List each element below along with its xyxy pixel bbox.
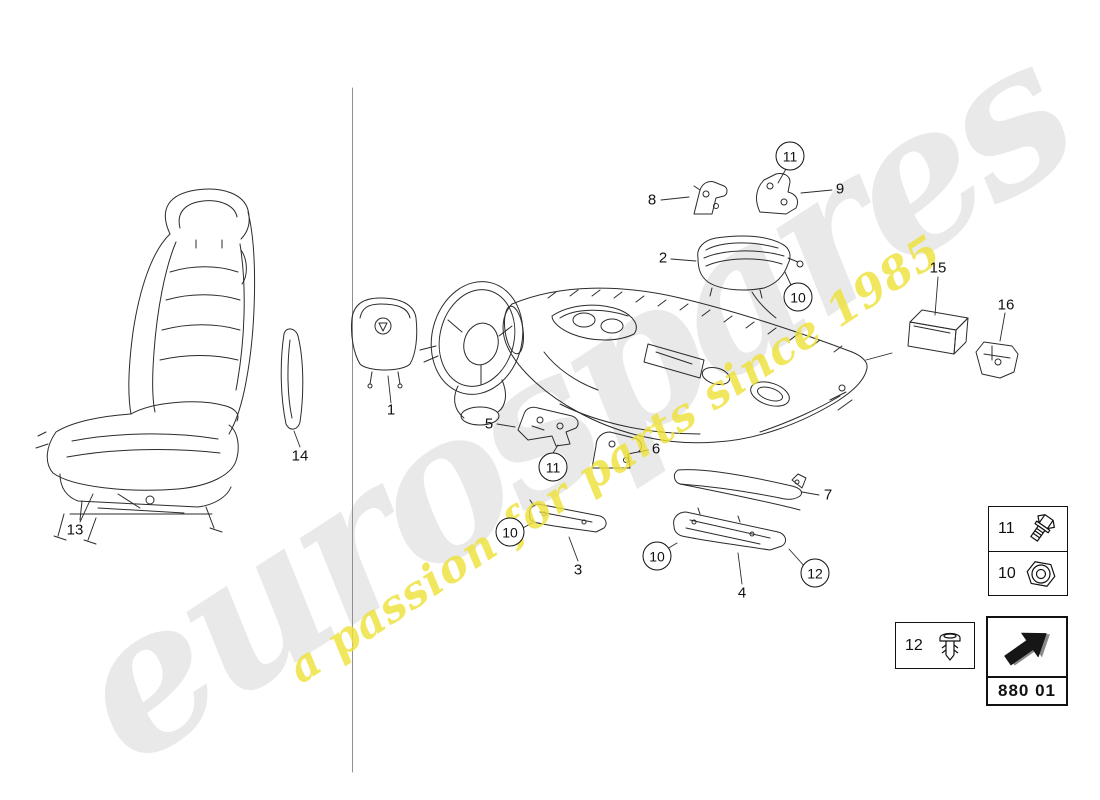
diagram-code-box: 880 01 xyxy=(986,616,1068,706)
control-unit-part-15 xyxy=(907,309,969,355)
rivet-clip-icon xyxy=(939,632,961,661)
dashboard-illustration xyxy=(502,287,868,444)
direction-arrow-cell xyxy=(988,618,1066,676)
fastener-legend-row-nut: 10 xyxy=(989,551,1067,595)
clip-legend: 12 xyxy=(895,622,975,669)
driver-airbag-part-1 xyxy=(351,297,418,389)
flange-nut-icon xyxy=(1026,560,1056,587)
fastener-legend: 11 10 xyxy=(988,506,1068,596)
rail-trim-part-7 xyxy=(673,469,807,511)
leader-lines xyxy=(79,168,1006,585)
diagram-code: 880 01 xyxy=(988,676,1066,704)
mount-part-16 xyxy=(975,341,1019,379)
bracket-part-8 xyxy=(693,181,728,215)
bolt-icon xyxy=(1030,514,1055,542)
bolt-callout-number: 11 xyxy=(998,520,1015,537)
trim-strip-part-3 xyxy=(529,499,607,533)
bracket-part-6 xyxy=(591,431,642,469)
direction-arrow-icon xyxy=(1004,632,1050,666)
clip-legend-row: 12 xyxy=(896,623,974,668)
clip-callout-number: 12 xyxy=(905,636,923,654)
side-trim-part-14 xyxy=(280,328,304,430)
nut-callout-number: 10 xyxy=(998,564,1016,582)
bracket-part-9 xyxy=(756,173,799,215)
steering-wheel-illustration xyxy=(419,281,524,426)
passenger-airbag-part-2 xyxy=(697,235,804,319)
fastener-legend-row-bolt: 11 xyxy=(989,507,1067,551)
trim-panel-part-4 xyxy=(673,507,786,551)
seat-illustration xyxy=(35,188,256,545)
bracket-part-5 xyxy=(517,406,579,447)
